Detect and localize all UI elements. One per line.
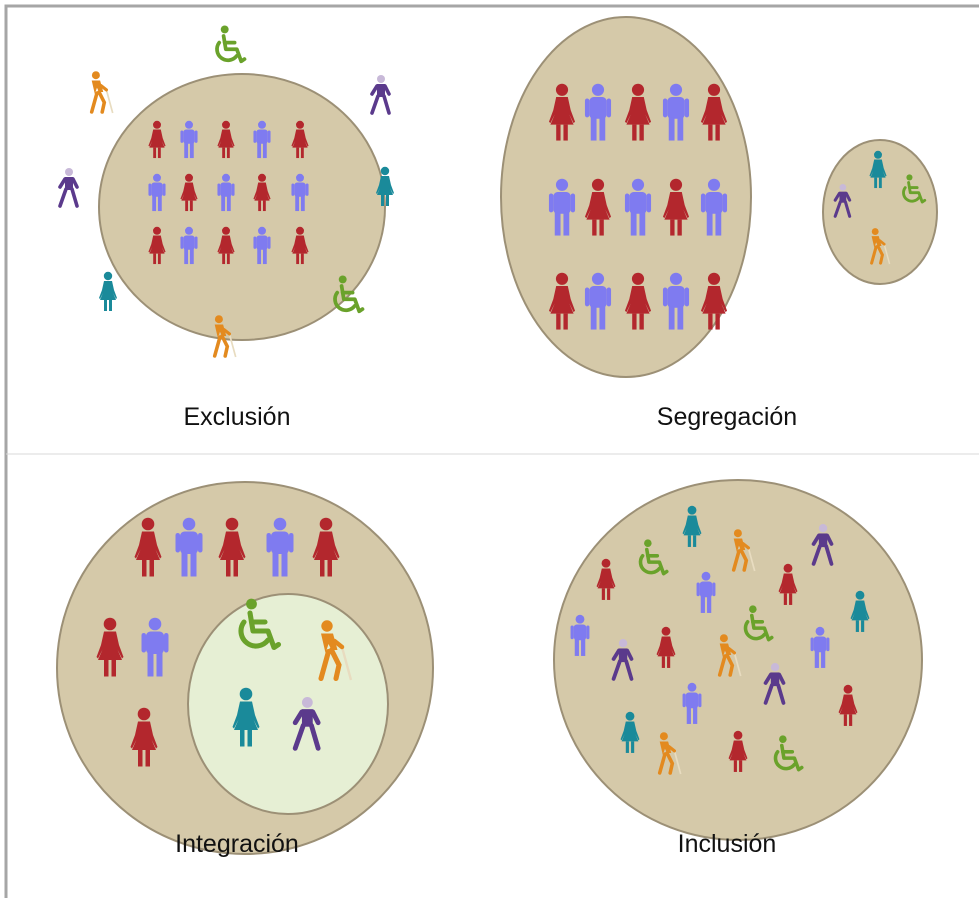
blind-person-with-cane-icon (731, 529, 756, 572)
male-figure-icon (700, 178, 728, 236)
female-figure-icon (656, 626, 676, 668)
walking-person-icon (58, 168, 79, 208)
female-figure-icon (291, 120, 309, 159)
female-figure-icon (130, 707, 158, 767)
male-figure-icon (548, 178, 576, 236)
male-figure-icon (175, 517, 203, 577)
teal-female-figure-icon (376, 166, 394, 206)
male-figure-icon (662, 272, 690, 330)
female-figure-icon (291, 226, 309, 265)
female-figure-icon (217, 226, 235, 265)
wheelchair-user-icon (743, 605, 774, 642)
female-figure-icon (312, 517, 340, 577)
female-figure-icon (624, 83, 652, 141)
male-figure-icon (291, 173, 309, 212)
wheelchair-user-icon (333, 275, 365, 314)
wheelchair-user-icon (638, 539, 669, 576)
female-figure-icon (96, 617, 124, 677)
female-figure-icon (584, 178, 612, 236)
male-figure-icon (141, 617, 169, 677)
teal-female-figure-icon (232, 687, 260, 747)
female-figure-icon (134, 517, 162, 577)
female-figure-icon (778, 563, 798, 605)
blind-person-with-cane-icon (717, 634, 742, 677)
male-figure-icon (570, 614, 590, 656)
caption-inclusion: Inclusión (677, 830, 777, 858)
blind-person-with-cane-icon (870, 228, 891, 265)
male-figure-icon (696, 571, 716, 613)
male-figure-icon (810, 626, 830, 668)
exclusion-majority-disc (98, 73, 386, 341)
teal-female-figure-icon (682, 505, 702, 547)
figures-layer (58, 25, 927, 775)
male-figure-icon (253, 226, 271, 265)
male-figure-icon (180, 226, 198, 265)
female-figure-icon (662, 178, 690, 236)
female-figure-icon (180, 173, 198, 212)
walking-person-icon (833, 184, 852, 218)
male-figure-icon (682, 682, 702, 724)
teal-female-figure-icon (99, 271, 117, 311)
male-figure-icon (253, 120, 271, 159)
walking-person-icon (292, 697, 321, 751)
female-figure-icon (596, 558, 616, 600)
female-figure-icon (217, 120, 235, 159)
wheelchair-user-icon (773, 735, 804, 772)
female-figure-icon (838, 684, 858, 726)
blind-person-with-cane-icon (657, 732, 682, 775)
blind-person-with-cane-icon (212, 315, 237, 358)
male-figure-icon (180, 120, 198, 159)
male-figure-icon (148, 173, 166, 212)
blind-person-with-cane-icon (318, 620, 353, 682)
caption-exclusion: Exclusión (183, 403, 291, 431)
female-figure-icon (624, 272, 652, 330)
wheelchair-user-icon (238, 598, 282, 651)
female-figure-icon (548, 272, 576, 330)
female-figure-icon (548, 83, 576, 141)
walking-person-icon (811, 524, 834, 566)
female-figure-icon (700, 83, 728, 141)
wheelchair-user-icon (215, 25, 247, 64)
female-figure-icon (728, 730, 748, 772)
female-figure-icon (148, 120, 166, 159)
walking-person-icon (763, 663, 786, 705)
male-figure-icon (662, 83, 690, 141)
female-figure-icon (253, 173, 271, 212)
male-figure-icon (584, 272, 612, 330)
male-figure-icon (624, 178, 652, 236)
teal-female-figure-icon (850, 590, 870, 632)
male-figure-icon (217, 173, 235, 212)
teal-female-figure-icon (869, 150, 887, 189)
male-figure-icon (266, 517, 294, 577)
walking-person-icon (370, 75, 391, 115)
teal-female-figure-icon (620, 711, 640, 753)
wheelchair-user-icon (902, 174, 927, 204)
female-figure-icon (218, 517, 246, 577)
page-frame (4, 4, 979, 898)
caption-integration: Integración (175, 830, 299, 858)
male-figure-icon (584, 83, 612, 141)
blind-person-with-cane-icon (89, 71, 114, 114)
integration-inner-disc (187, 593, 389, 815)
female-figure-icon (148, 226, 166, 265)
walking-person-icon (611, 639, 634, 681)
caption-segregation: Segregación (656, 403, 798, 431)
female-figure-icon (700, 272, 728, 330)
